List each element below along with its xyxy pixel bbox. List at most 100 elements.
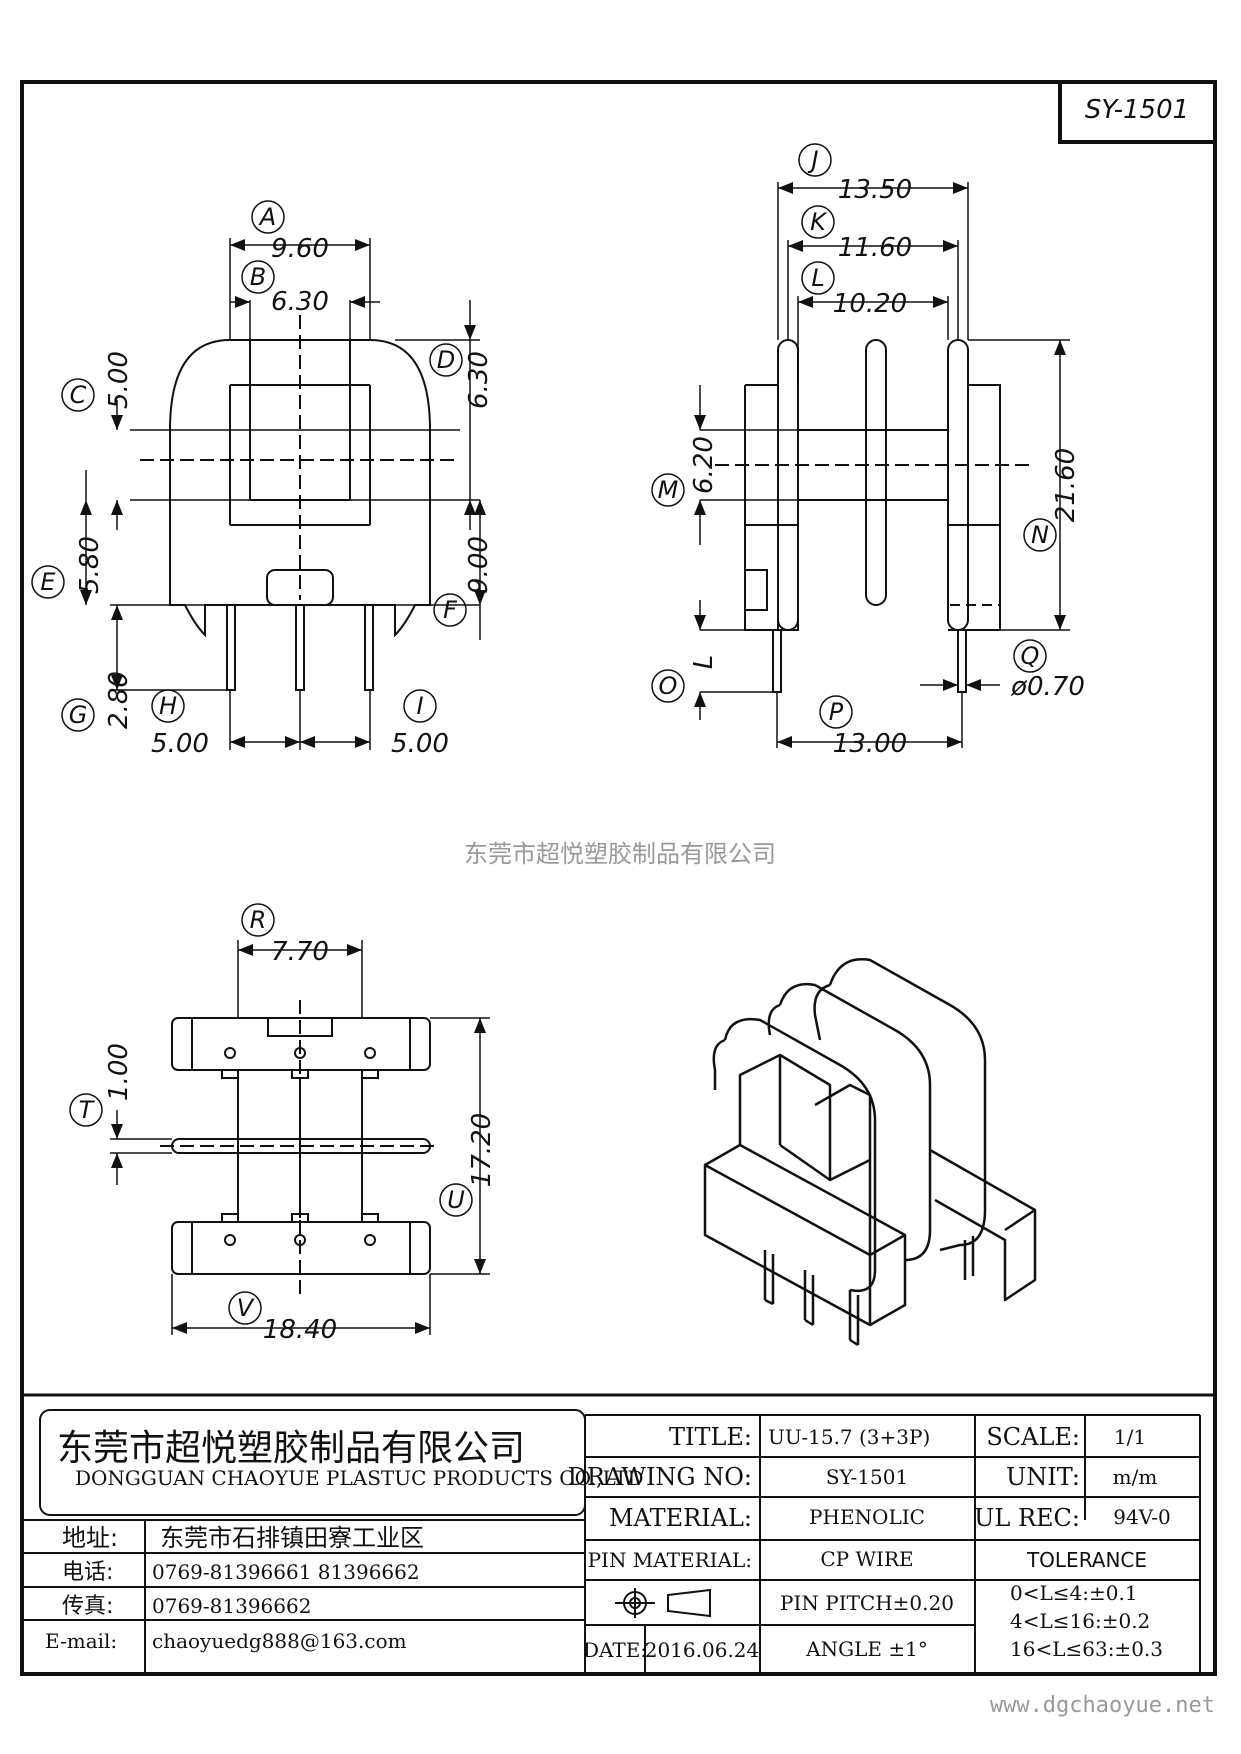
iso-pin-1	[763, 1250, 775, 1306]
svg-text:T: T	[79, 1096, 96, 1124]
unit-label: UNIT:	[1006, 1463, 1080, 1491]
dim-h: 5.00	[151, 729, 209, 759]
side-flange-left	[777, 339, 799, 631]
ul-value: 94V-0	[1113, 1505, 1171, 1529]
tolerance-label: TOLERANCE	[1026, 1548, 1147, 1572]
front-pin-mid	[295, 604, 305, 691]
dim-p: 13.00	[833, 729, 907, 759]
iso-front-flange	[723, 1017, 877, 1293]
svg-text:M: M	[658, 476, 679, 504]
dim-e: 5.80	[75, 536, 105, 594]
iso-pin-2	[803, 1270, 815, 1327]
dim-u: 17.20	[467, 1113, 497, 1187]
side-body-right	[948, 384, 1001, 631]
title-label: TITLE:	[669, 1423, 752, 1451]
svg-text:P: P	[829, 698, 844, 726]
material-label: MATERIAL:	[609, 1504, 752, 1532]
address-label: 地址:	[62, 1524, 118, 1552]
projection-symbol-icon	[615, 1588, 711, 1618]
svg-text:I: I	[416, 692, 423, 720]
svg-text:J: J	[807, 146, 818, 174]
bottom-dimensions	[110, 940, 490, 1335]
tolerance-3: 16<L≤63:±0.3	[1010, 1637, 1163, 1661]
pin-pitch: PIN PITCH±0.20	[780, 1591, 954, 1615]
front-dimensions	[80, 238, 486, 750]
front-labels: A 9.60 B 6.30 C 5.00 D 6.30 E 5.80 F 9.0…	[31, 200, 494, 759]
svg-text:O: O	[659, 672, 678, 700]
phone: 0769-81396661 81396662	[152, 1560, 420, 1584]
unit: m/m	[1113, 1465, 1158, 1489]
title-block-text: 东莞市超悦塑胶制品有限公司 DONGGUAN CHAOYUE PLASTUC P…	[45, 1423, 1171, 1662]
svg-text:D: D	[437, 346, 455, 374]
scale: 1/1	[1114, 1425, 1146, 1449]
email: chaoyuedg888@163.com	[152, 1629, 407, 1653]
iso-rear-flange	[828, 958, 987, 1252]
svg-text:A: A	[258, 203, 276, 231]
dim-v: 18.40	[263, 1315, 337, 1345]
drawing-no-label: DRAWING NO:	[568, 1463, 752, 1491]
material: PHENOLIC	[809, 1505, 925, 1529]
side-dimensions	[694, 182, 1070, 748]
svg-text:E: E	[40, 568, 56, 596]
address: 东莞市石排镇田寮工业区	[160, 1524, 424, 1552]
dim-o: L	[689, 655, 719, 670]
side-view	[715, 339, 1030, 693]
iso-pin-4	[963, 1236, 975, 1280]
svg-text:C: C	[70, 381, 87, 409]
front-outline	[169, 339, 431, 638]
pin-material: CP WIRE	[820, 1547, 913, 1571]
part-number: SY-1501	[1085, 95, 1189, 125]
svg-text:K: K	[810, 208, 828, 236]
company-cn: 东莞市超悦塑胶制品有限公司	[57, 1428, 525, 1469]
iso-pin-3	[848, 1290, 860, 1347]
angle: ANGLE ±1°	[805, 1637, 928, 1661]
dim-q: ø0.70	[1010, 672, 1085, 702]
watermark: 东莞市超悦塑胶制品有限公司	[464, 840, 776, 868]
dim-j: 13.50	[838, 175, 912, 205]
side-flange-mid	[865, 339, 887, 606]
svg-text:V: V	[237, 1294, 255, 1322]
side-pin-right	[957, 629, 967, 693]
ul-label: UL REC:	[974, 1504, 1080, 1532]
dim-t: 1.00	[104, 1043, 134, 1101]
iso-front-body	[703, 1163, 872, 1327]
dim-l: 10.20	[833, 289, 907, 319]
fax-label: 传真:	[62, 1594, 113, 1619]
dim-c: 5.00	[104, 351, 134, 409]
fax: 0769-81396662	[152, 1594, 311, 1618]
website: www.dgchaoyue.net	[990, 1693, 1215, 1718]
svg-text:F: F	[443, 596, 458, 624]
svg-text:U: U	[447, 1186, 465, 1214]
dim-i: 5.00	[391, 729, 449, 759]
svg-text:R: R	[250, 906, 267, 934]
company-en: DONGGUAN CHAOYUE PLASTUC PRODUCTS CO.,LT…	[75, 1466, 644, 1490]
side-labels: J 13.50 K 11.60 L 10.20 M 6.20 N 21.60 O…	[651, 143, 1085, 759]
dim-f: 9.00	[464, 536, 494, 594]
tolerance-2: 4<L≤16:±0.2	[1010, 1609, 1150, 1633]
bottom-labels: R 7.70 T 1.00 U 17.20 V 18.40	[69, 903, 497, 1345]
date-label: DATE:	[583, 1638, 647, 1662]
svg-text:B: B	[250, 263, 266, 291]
dim-d: 6.30	[464, 351, 494, 409]
front-view	[110, 315, 480, 691]
iso-mid-flange	[778, 982, 932, 1262]
svg-text:G: G	[69, 701, 88, 729]
svg-text:L: L	[811, 264, 824, 292]
tolerance-1: 0<L≤4:±0.1	[1010, 1581, 1138, 1605]
front-pin-left	[226, 604, 236, 691]
dim-g: 2.80	[104, 671, 134, 729]
drawing-no: SY-1501	[826, 1465, 908, 1489]
date: 2016.06.24	[645, 1638, 760, 1662]
side-flange-right	[947, 339, 969, 631]
scale-label: SCALE:	[986, 1423, 1080, 1451]
dim-a: 9.60	[271, 234, 329, 264]
dim-b: 6.30	[271, 287, 329, 317]
svg-text:Q: Q	[1021, 642, 1040, 670]
svg-text:N: N	[1031, 521, 1049, 549]
title-block	[20, 1393, 1217, 1676]
email-label: E-mail:	[45, 1629, 117, 1653]
title-value: UU-15.7 (3+3P)	[768, 1425, 930, 1449]
dim-r: 7.70	[271, 937, 329, 967]
svg-text:H: H	[159, 692, 177, 720]
